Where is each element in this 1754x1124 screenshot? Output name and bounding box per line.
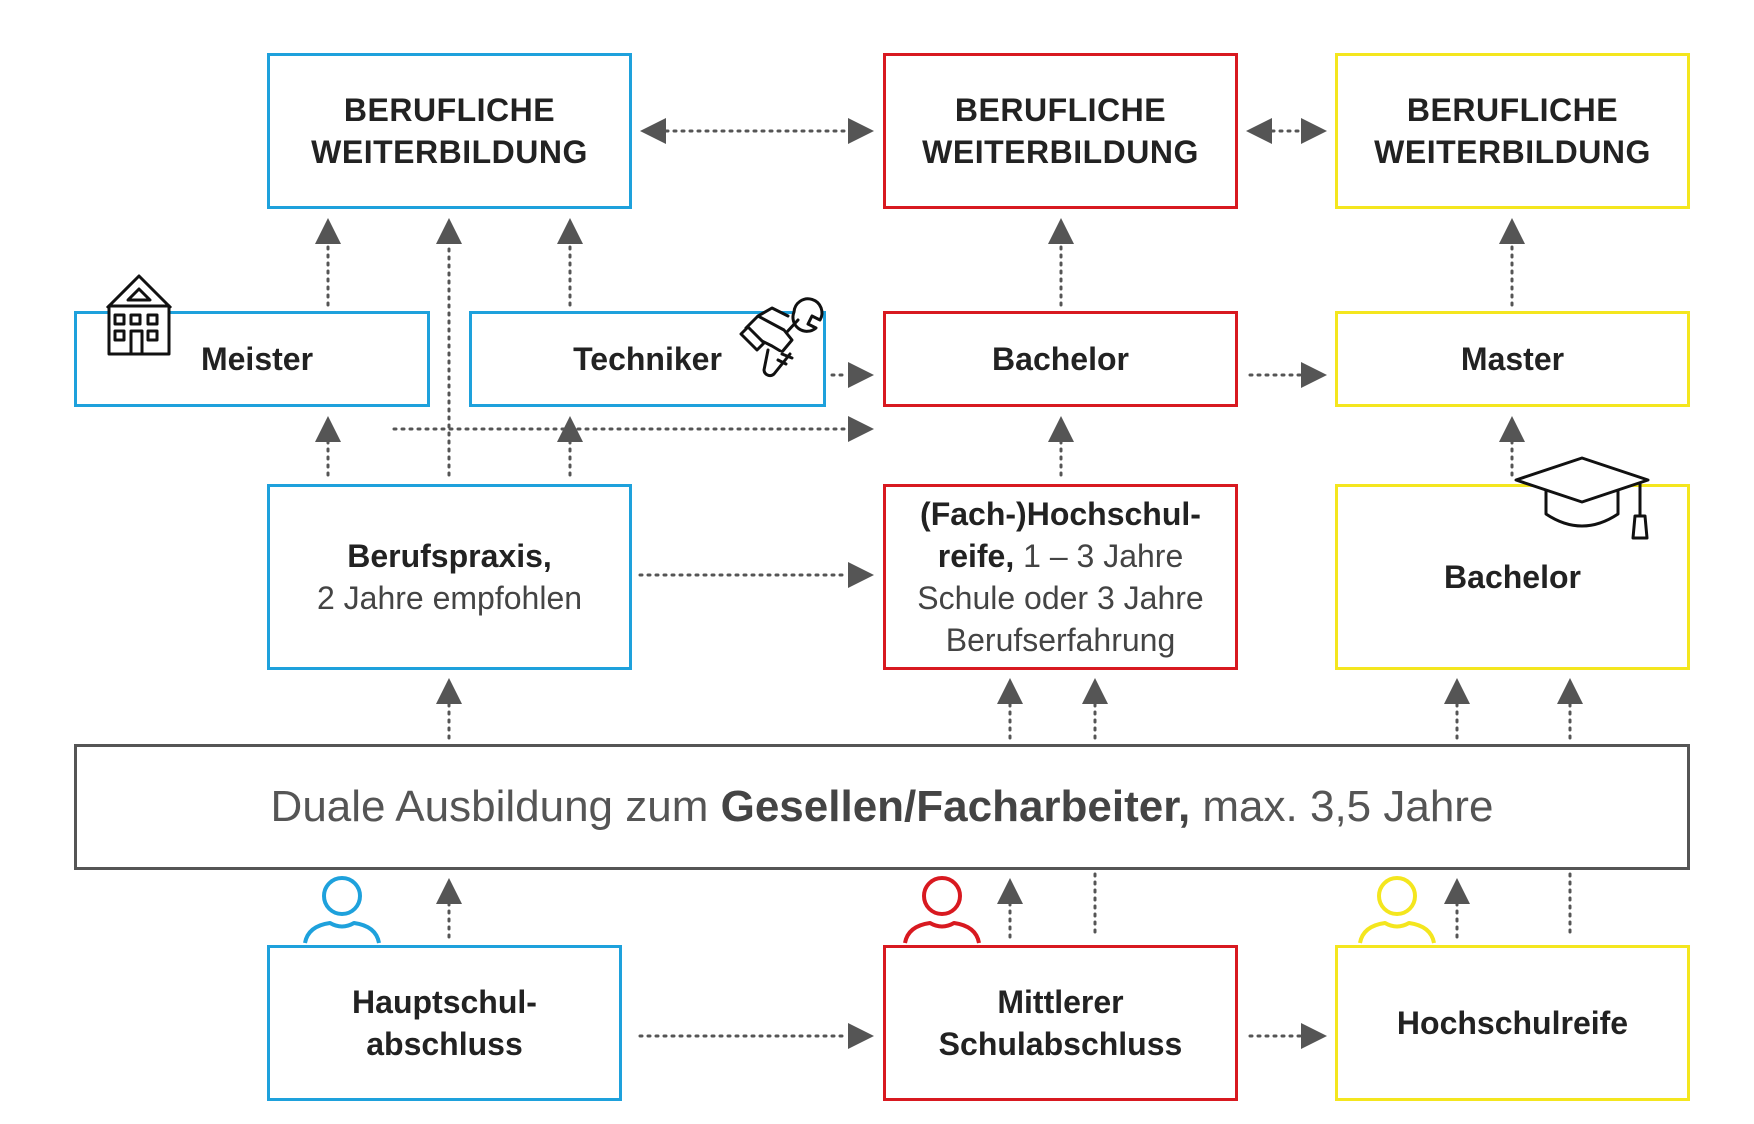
arrow-mittlerer-to-dual-head [997, 878, 1023, 904]
fach-hochschulreife-box: (Fach-)Hochschul- reife, 1 – 3 Jahre Sch… [883, 484, 1238, 670]
duale-ausbildung-prefix: Duale Ausbildung zum [270, 782, 721, 831]
weiterbildung-red-line2: WEITERBILDUNG [922, 134, 1199, 170]
arrow-dual-to-bachelor-b-head [1557, 678, 1583, 704]
hauptschulabschluss-line1: Hauptschul- [352, 984, 537, 1020]
person-icon [1358, 876, 1436, 944]
house-icon [105, 274, 173, 356]
arrow-bachelor-to-master-head [1301, 362, 1327, 388]
arrow-hauptschul-to-mittlerer-head [848, 1023, 874, 1049]
person-icon [303, 876, 381, 944]
bachelor-red-label: Bachelor [992, 341, 1129, 377]
weiterbildung-red-line1: BERUFLICHE [954, 92, 1167, 128]
berufspraxis-title: Berufspraxis, [347, 538, 552, 574]
meister-label: Meister [200, 341, 314, 377]
arrow-weiterbildung-blue-red-head-right [848, 118, 874, 144]
fach-hochschulreife-line4: Berufserfahrung [945, 622, 1176, 658]
hochschulreife-label: Hochschulreife [1396, 1005, 1629, 1041]
weiterbildung-yellow-line1: BERUFLICHE [1406, 92, 1619, 128]
fach-hochschulreife-line3: Schule oder 3 Jahre [917, 580, 1204, 616]
arrow-techniker-to-weiterbildung-head [557, 218, 583, 244]
weiterbildung-yellow-box: BERUFLICHE WEITERBILDUNG [1335, 53, 1690, 209]
mittlerer-schulabschluss-line2: Schulabschluss [938, 1026, 1183, 1062]
arrow-berufspraxis-to-meister-head [315, 416, 341, 442]
bachelor-red-box: Bachelor [883, 311, 1238, 407]
duale-ausbildung-text: Duale Ausbildung zum Gesellen/Facharbeit… [271, 782, 1494, 832]
arrow-mittlerer-to-hochschulreife-head [1301, 1023, 1327, 1049]
duale-ausbildung-bold: Gesellen/Facharbeiter, [720, 782, 1191, 831]
berufspraxis-text: 2 Jahre empfohlen [316, 580, 583, 616]
arrow-hochschulreife-to-dual-head [1444, 878, 1470, 904]
arrow-master-to-weiterbildung-yellow-head [1499, 218, 1525, 244]
weiterbildung-blue-line1: BERUFLICHE [343, 92, 556, 128]
master-label: Master [1460, 341, 1565, 377]
arrow-weiterbildung-red-yellow-head-left [1246, 118, 1272, 144]
arrow-long-to-bachelor-head [848, 416, 874, 442]
arrow-hauptschul-to-dual-head [436, 878, 462, 904]
duale-ausbildung-suffix: max. 3,5 Jahre [1190, 782, 1494, 831]
arrow-berufspraxis-to-hochschulreife-head [848, 562, 874, 588]
arrow-weiterbildung-blue-red-head-left [640, 118, 666, 144]
weiterbildung-blue-box: BERUFLICHE WEITERBILDUNG [267, 53, 632, 209]
hauptschulabschluss-box: Hauptschul- abschluss [267, 945, 622, 1101]
fach-hochschulreife-line1: (Fach-)Hochschul- [920, 496, 1201, 532]
mittlerer-schulabschluss-line1: Mittlerer [997, 984, 1124, 1020]
arrow-weiterbildung-red-yellow-head-right [1301, 118, 1327, 144]
arrow-techniker-to-bachelor-head [848, 362, 874, 388]
weiterbildung-yellow-line2: WEITERBILDUNG [1374, 134, 1651, 170]
hauptschulabschluss-line2: abschluss [366, 1026, 523, 1062]
graduation-cap-icon [1514, 456, 1650, 540]
bachelor-yellow-box: Bachelor [1335, 484, 1690, 670]
weiterbildung-blue-line2: WEITERBILDUNG [311, 134, 588, 170]
arrow-berufspraxis-to-techniker-head [557, 416, 583, 442]
arrow-meister-to-weiterbildung-head [315, 218, 341, 244]
arrow-dual-to-hochschulreife-b-head [1082, 678, 1108, 704]
arrow-bachelor-to-master-yellow-head [1499, 416, 1525, 442]
fach-hochschulreife-line2: reife, 1 – 3 Jahre [938, 535, 1183, 577]
hochschulreife-box: Hochschulreife [1335, 945, 1690, 1101]
arrow-dual-to-bachelor-a-head [1444, 678, 1470, 704]
arrow-dual-to-hochschulreife-a-head [997, 678, 1023, 704]
berufspraxis-box: Berufspraxis, 2 Jahre empfohlen [267, 484, 632, 670]
arrow-berufspraxis-to-weiterbildung-head [436, 218, 462, 244]
person-icon [903, 876, 981, 944]
arrow-dual-to-berufspraxis-head [436, 678, 462, 704]
fach-hochschulreife-line2-bold: reife, [937, 538, 1015, 574]
duale-ausbildung-bar: Duale Ausbildung zum Gesellen/Facharbeit… [74, 744, 1690, 870]
fach-hochschulreife-line2-rest: 1 – 3 Jahre [1014, 538, 1184, 574]
arrow-hochschulreife-to-bachelor-head [1048, 416, 1074, 442]
techniker-label: Techniker [573, 341, 722, 377]
handshake-wrench-icon [739, 297, 824, 378]
arrow-bachelor-to-weiterbildung-red-head [1048, 218, 1074, 244]
master-box: Master [1335, 311, 1690, 407]
bachelor-yellow-label: Bachelor [1444, 559, 1581, 595]
weiterbildung-red-box: BERUFLICHE WEITERBILDUNG [883, 53, 1238, 209]
mittlerer-schulabschluss-box: Mittlerer Schulabschluss [883, 945, 1238, 1101]
